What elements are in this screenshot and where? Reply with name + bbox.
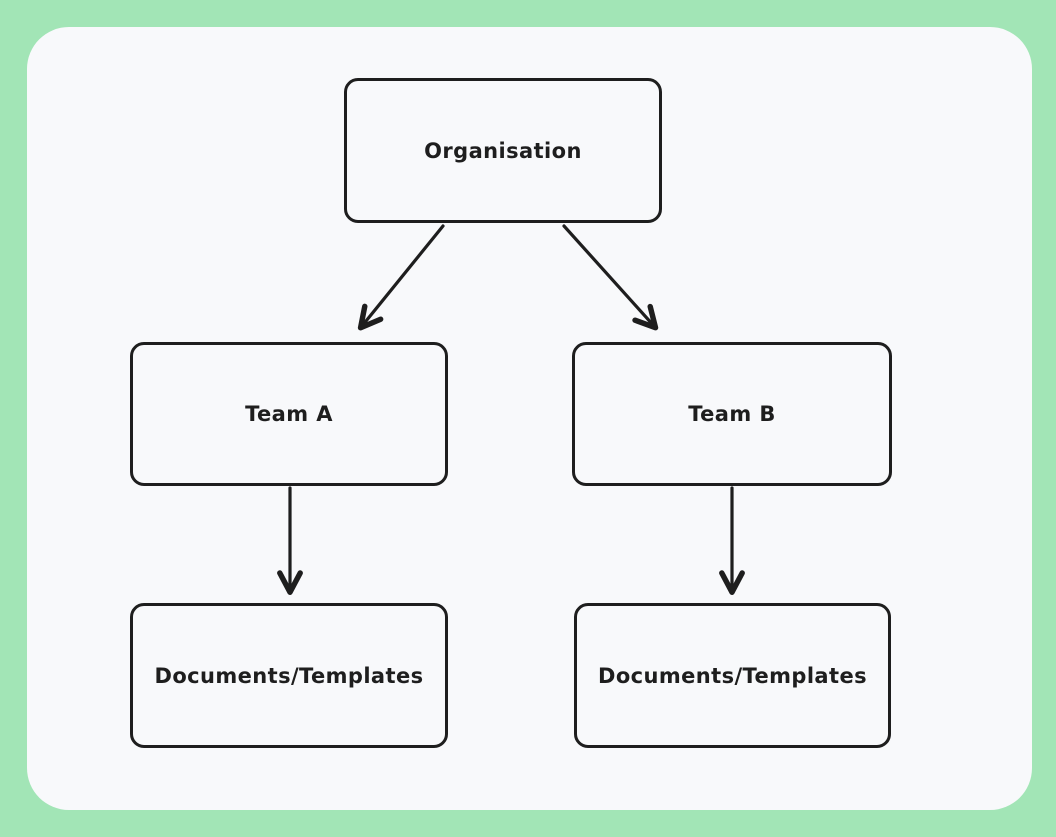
node-team-a-label: Team A [245,402,333,426]
node-documents-templates-b-label: Documents/Templates [598,663,867,688]
node-documents-templates-a-label: Documents/Templates [154,663,424,688]
node-team-b-label: Team B [688,402,776,426]
node-team-a[interactable]: Team A [130,342,448,486]
node-team-b[interactable]: Team B [572,342,892,486]
node-organisation[interactable]: Organisation [344,78,662,223]
diagram-canvas[interactable] [27,27,1032,810]
node-documents-templates-a[interactable]: Documents/Templates [130,603,448,748]
node-documents-templates-b[interactable]: Documents/Templates [574,603,891,748]
node-organisation-label: Organisation [424,138,582,163]
